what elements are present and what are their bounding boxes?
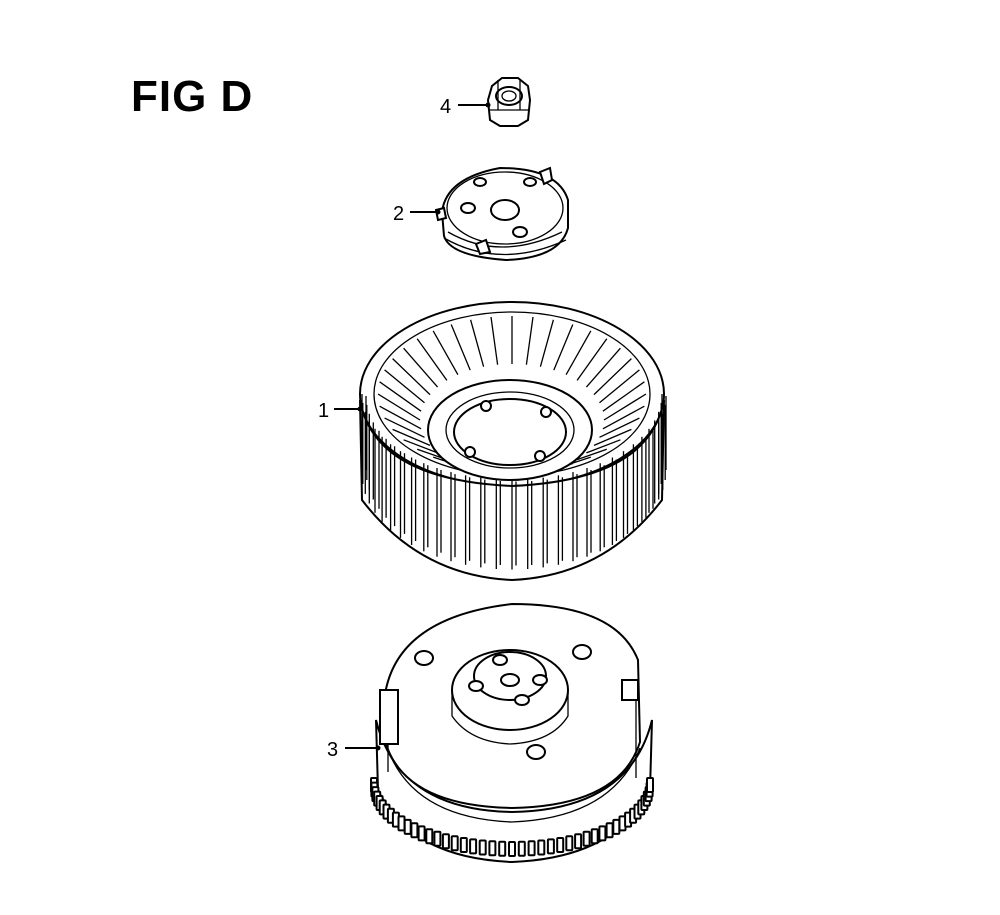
nut-part	[486, 77, 532, 127]
figure-title: FIG D	[131, 72, 254, 121]
callout-2: 2	[393, 203, 404, 225]
callout-1: 1	[318, 400, 329, 422]
callout-4: 4	[440, 96, 451, 118]
flywheel-part	[370, 602, 654, 864]
starter-pulley-part	[434, 166, 569, 262]
cooling-fan-part	[359, 301, 667, 582]
callout-3: 3	[327, 739, 338, 761]
